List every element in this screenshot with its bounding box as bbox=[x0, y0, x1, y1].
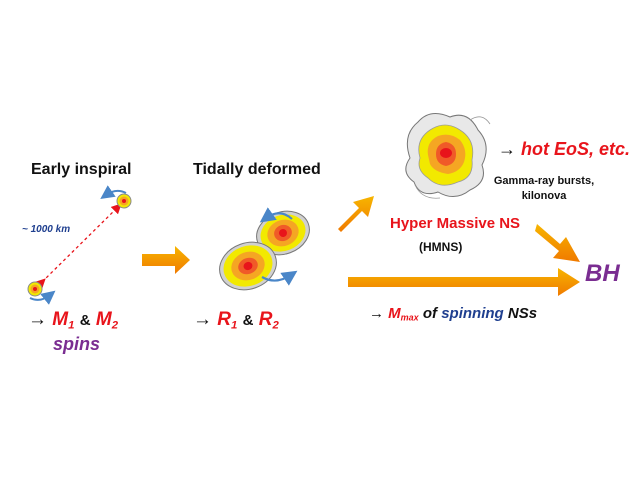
spins-label: spins bbox=[53, 334, 101, 354]
mass-symbol-1: M bbox=[52, 309, 69, 330]
ampersand: & bbox=[242, 312, 254, 329]
grb-kilonova-label: Gamma-ray bursts, kilonova bbox=[489, 175, 599, 202]
hot-eos-text: hot EoS, etc. bbox=[521, 139, 631, 159]
stage-title-tidally-deformed: Tidally deformed bbox=[193, 161, 321, 178]
hot-eos-label: → hot EoS, etc. bbox=[498, 139, 630, 160]
radius-subscript-1: 1 bbox=[231, 319, 238, 332]
of-word: of bbox=[422, 305, 438, 322]
implies-arrow: → bbox=[193, 309, 212, 330]
mmax-subscript: max bbox=[400, 312, 419, 323]
spin-arrow-icon bbox=[261, 270, 298, 286]
hmns-abbr: (HMNS) bbox=[419, 240, 463, 254]
arrow-tidal-to-bh bbox=[348, 268, 580, 296]
radii-constraint: → R1 & R2 bbox=[193, 309, 279, 331]
arrow-tidal-to-hmns bbox=[338, 196, 374, 232]
spin-arrow-icon bbox=[259, 207, 293, 223]
mass-symbol-2: M bbox=[95, 309, 112, 330]
mass-subscript-2: 2 bbox=[111, 319, 119, 332]
kilonova-line: kilonova bbox=[521, 190, 567, 202]
arrow-hmns-to-bh bbox=[535, 224, 580, 262]
radius-symbol-1: R bbox=[217, 309, 232, 330]
stage-title-early-inspiral: Early inspiral bbox=[31, 161, 132, 178]
spin-arrow-icon bbox=[29, 290, 56, 305]
grb-line: Gamma-ray bursts, bbox=[493, 175, 595, 187]
arrow-early-to-tidal bbox=[142, 246, 190, 274]
masses-constraint: → M1 & M2 bbox=[28, 309, 118, 331]
spin-arrow-icon bbox=[100, 185, 127, 200]
separation-line bbox=[34, 203, 122, 290]
mmax-symbol: M bbox=[388, 305, 401, 322]
spinning-word: spinning bbox=[441, 305, 504, 322]
radius-subscript-2: 2 bbox=[272, 319, 279, 332]
ampersand: & bbox=[79, 312, 91, 329]
neutron-star-2 bbox=[116, 193, 132, 209]
radius-symbol-2: R bbox=[258, 309, 273, 330]
tidal-star-lower bbox=[219, 241, 277, 291]
black-hole-label: BH bbox=[585, 260, 620, 287]
hmns-title: Hyper Massive NS bbox=[390, 215, 521, 232]
implies-arrow: → bbox=[498, 139, 516, 159]
implies-arrow: → bbox=[28, 309, 47, 330]
mass-subscript-1: 1 bbox=[68, 319, 75, 332]
mmax-constraint: → Mmax of spinning NSs bbox=[369, 305, 537, 323]
distance-label: ~ 1000 km bbox=[22, 224, 71, 235]
nss-word: NSs bbox=[507, 305, 538, 322]
implies-arrow: → bbox=[369, 305, 384, 322]
hmns-remnant bbox=[405, 112, 491, 199]
neutron-star-1 bbox=[27, 281, 43, 297]
